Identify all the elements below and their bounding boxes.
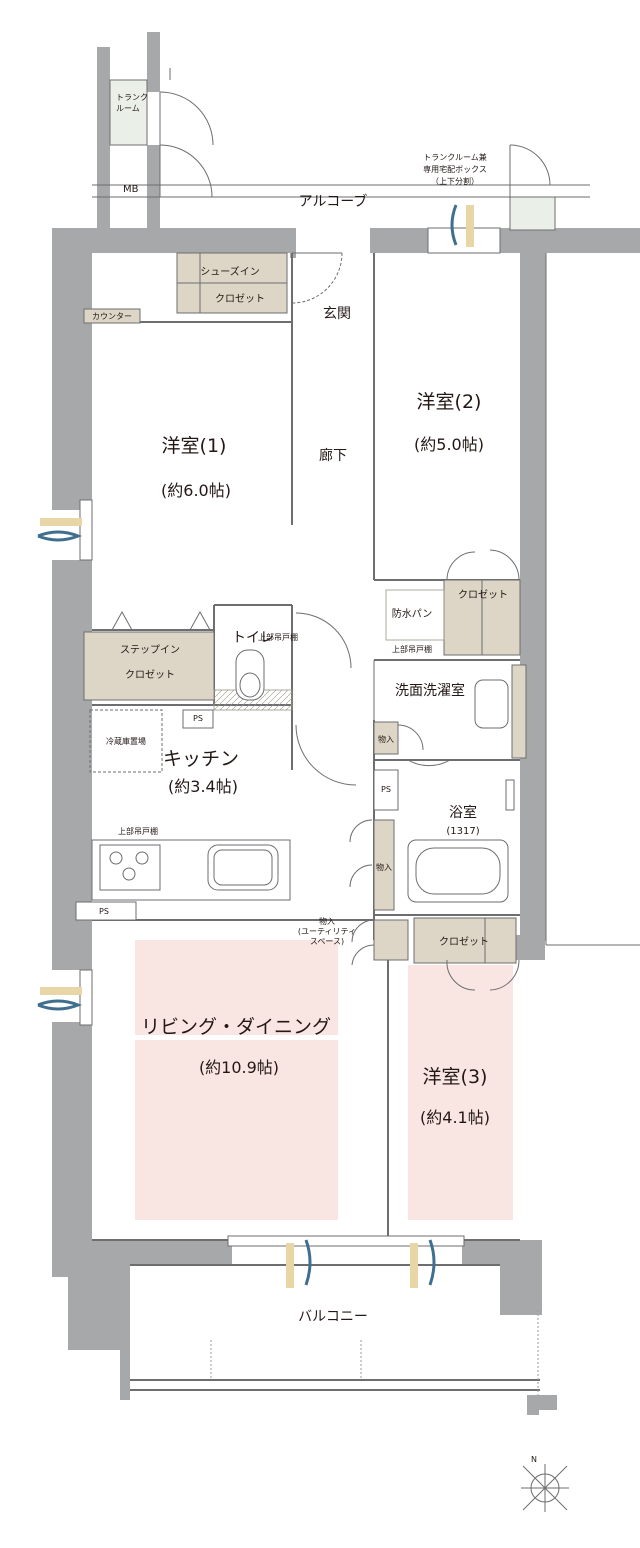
room1-area: (約6.0帖) xyxy=(161,481,231,500)
closets xyxy=(83,252,527,964)
bathroom-fixtures xyxy=(235,649,515,903)
kitchen-area: (約3.4帖) xyxy=(168,777,238,796)
upper-shelf-kitchen-label: 上部吊戸棚 xyxy=(118,826,158,836)
storage-utility-line2: (ユーティリティ xyxy=(298,927,356,936)
kitchen-name: キッチン xyxy=(163,748,239,770)
storage-utility-line1: 物入 xyxy=(319,916,335,926)
room2-name: 洋室(2) xyxy=(417,391,482,413)
step-closet-line2: クロゼット xyxy=(125,669,175,681)
fridge-label: 冷蔵庫置場 xyxy=(106,736,146,746)
upper-shelf-toilet-label: 上部吊戸棚 xyxy=(258,632,298,642)
door-swings xyxy=(111,91,551,991)
balcony-label: バルコニー xyxy=(298,1309,368,1325)
room3-name: 洋室(3) xyxy=(423,1066,488,1088)
trunk-delivery-line1: トランクルーム兼 xyxy=(423,152,487,162)
entrance-label: 玄関 xyxy=(323,305,351,322)
trunk-room-label-line: ルーム xyxy=(116,104,140,113)
storage-bath-label: 物入 xyxy=(376,862,392,872)
trunk-room-label: トランクルーム xyxy=(116,93,148,113)
waterproof-pan-label: 防水パン xyxy=(392,607,433,620)
bath-size: (1317) xyxy=(446,826,479,837)
floor-highlights xyxy=(135,940,513,1220)
bath-name: 浴室 xyxy=(449,804,477,821)
step-closet-line1: ステップイン xyxy=(120,644,180,656)
room3-area: (約4.1帖) xyxy=(420,1108,490,1127)
mb-label: MB xyxy=(123,184,139,195)
room2-area: (約5.0帖) xyxy=(414,435,484,454)
trunk-delivery-line2: 専用宅配ボックス xyxy=(423,164,487,174)
corridor-label: 廊下 xyxy=(319,447,347,464)
windows xyxy=(79,68,590,1247)
shoes-closet-line2: クロゼット xyxy=(215,293,265,305)
shoes-closet-line1: シューズイン xyxy=(200,265,260,278)
storage-utility-line3: スペース) xyxy=(310,937,344,946)
living-area: (約10.9帖) xyxy=(199,1058,279,1077)
kitchen-counter xyxy=(75,709,399,921)
airflow-marks xyxy=(37,204,474,1288)
living-name: リビング・ダイニング xyxy=(141,1016,331,1038)
trunk-delivery-line3: （上下分割） xyxy=(431,176,479,186)
north-compass-icon: N xyxy=(521,1455,569,1512)
ps1-label: PS xyxy=(193,714,203,723)
alcove-label: アルコーブ xyxy=(299,193,368,210)
toilet-label: トイレ xyxy=(232,630,274,646)
upper-shelf-a-label: 上部吊戸棚 xyxy=(392,644,432,654)
storage-wash-label: 物入 xyxy=(378,734,394,744)
room1-name: 洋室(1) xyxy=(162,435,227,457)
ps3-label: PS xyxy=(99,907,109,916)
north-label: N xyxy=(531,1455,537,1464)
closet3-label: クロゼット xyxy=(439,936,489,948)
ps2-label: PS xyxy=(381,785,391,794)
closet2-label: クロゼット xyxy=(458,589,508,601)
counter-label: カウンター xyxy=(92,312,132,321)
balcony-posts xyxy=(210,1310,539,1395)
trunk-room-label-line: トランク xyxy=(116,93,148,102)
room-labels: トランクルーム MB トランクルーム兼 専用宅配ボックス （上下分割） アルコー… xyxy=(92,93,508,1325)
washroom-label: 洗面洗濯室 xyxy=(395,682,465,699)
